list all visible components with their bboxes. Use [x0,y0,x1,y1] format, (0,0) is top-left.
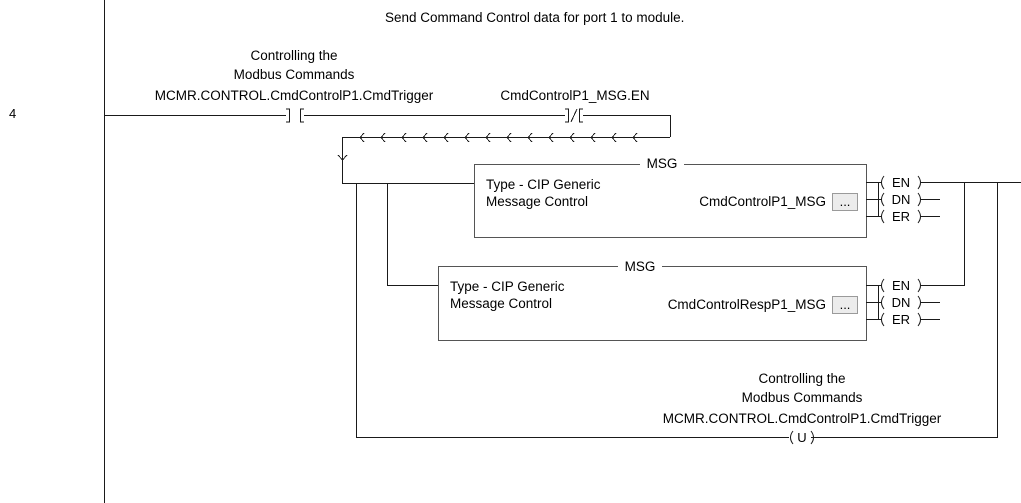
msg2-box [438,266,867,341]
msg2-dn-status: DN [892,295,911,310]
rung-number: 4 [9,106,16,121]
xio-tag[interactable]: CmdControlP1_MSG.EN [500,88,649,103]
unlatch-coil[interactable]: Controlling the Modbus Commands MCMR.CON… [663,371,942,445]
left-arrow [590,132,596,143]
msg1-outputs: EN DN ER [866,175,998,224]
left-arrow [632,132,638,143]
unlatch-symbol: U [797,430,806,445]
left-arrow [506,132,512,143]
left-arrow [464,132,470,143]
msg2-type-line2: Message Control [450,296,552,311]
unlatch-tag[interactable]: MCMR.CONTROL.CmdControlP1.CmdTrigger [663,411,942,426]
left-arrow [548,132,554,143]
xic-tag[interactable]: MCMR.CONTROL.CmdControlP1.CmdTrigger [155,88,434,103]
msg2-title: MSG [625,259,656,274]
msg1-type-line1: Type - CIP Generic [486,177,601,192]
msg1-en-status: EN [892,175,910,190]
left-arrow [380,132,386,143]
msg2-browse-label: ... [840,297,851,312]
msg2-er-status: ER [892,312,910,327]
msg2-outputs: EN DN ER [866,182,965,327]
return-arrows [359,132,638,143]
msg1-tag[interactable]: CmdControlP1_MSG [699,194,826,209]
xic-contact[interactable]: Controlling the Modbus Commands MCMR.CON… [155,48,434,123]
msg-block-1[interactable]: MSG Type - CIP Generic Message Control C… [474,156,867,238]
msg2-title-bg [618,260,662,272]
msg1-er-status: ER [892,209,910,224]
msg1-browse-label: ... [840,194,851,209]
unlatch-desc-line1: Controlling the [758,371,845,386]
msg1-type-line2: Message Control [486,194,588,209]
left-arrow [401,132,407,143]
left-arrow [569,132,575,143]
unlatch-desc-line2: Modbus Commands [742,390,863,405]
left-arrow [443,132,449,143]
msg2-en-status: EN [892,278,910,293]
xic-desc-line2: Modbus Commands [234,67,355,82]
msg2-browse-button[interactable]: ... [832,296,858,314]
msg1-browse-button[interactable]: ... [832,193,858,211]
msg1-title: MSG [647,156,678,171]
right-output-wire [997,182,1021,438]
xio-left-bracket [565,108,569,123]
left-arrow [527,132,533,143]
main-rung-wire [104,115,671,137]
xio-slash [570,108,578,123]
left-arrow [422,132,428,143]
return-wire [337,132,670,183]
xic-left-bracket [286,108,290,123]
msg2-tag[interactable]: CmdControlRespP1_MSG [668,297,826,312]
down-arrow [337,154,348,161]
xio-contact[interactable]: CmdControlP1_MSG.EN [500,88,650,123]
left-arrow [359,132,365,143]
msg-block-2[interactable]: MSG Type - CIP Generic Message Control C… [438,259,867,341]
xic-right-bracket [300,108,304,123]
branch-wires [342,183,997,438]
xio-right-bracket [579,108,583,123]
left-arrow [485,132,491,143]
msg1-box [474,164,867,238]
left-arrow [611,132,617,143]
msg2-type-line1: Type - CIP Generic [450,279,565,294]
msg1-title-bg [640,158,684,170]
xic-desc-line1: Controlling the [250,48,337,63]
rung-comment: Send Command Control data for port 1 to … [385,10,684,25]
msg1-dn-status: DN [892,192,911,207]
